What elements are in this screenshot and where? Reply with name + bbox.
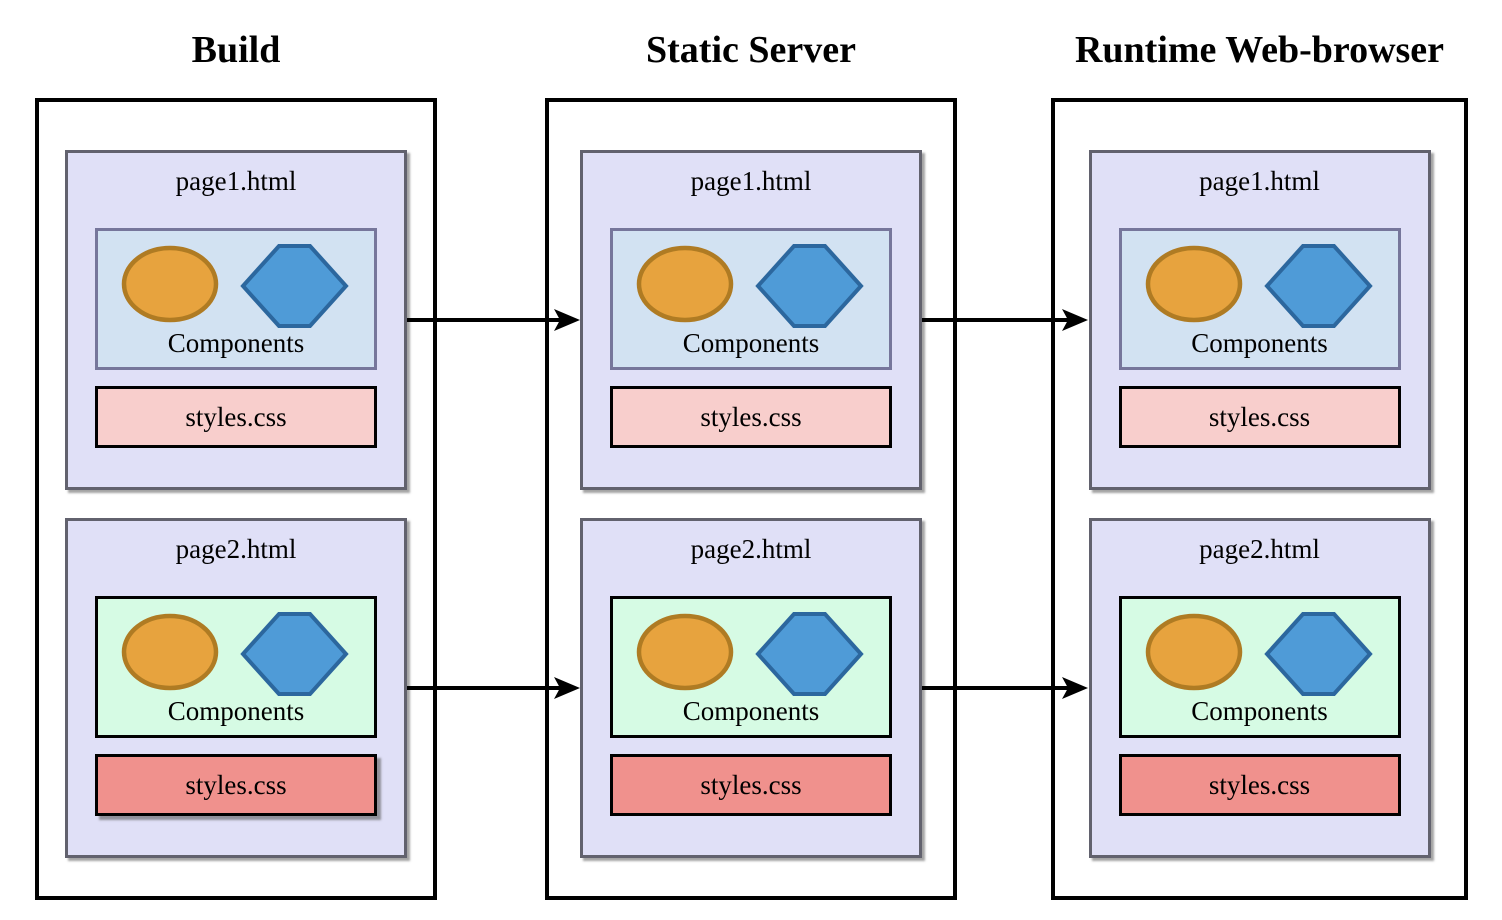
diamond-component-icon <box>240 244 349 328</box>
ellipse-component-icon <box>1145 613 1242 691</box>
column-build: Build page1.html Components styles.css p… <box>35 0 437 920</box>
column-runtime-browser: Runtime Web-browser page1.html Component… <box>1051 0 1468 920</box>
components-label: Components <box>682 328 820 359</box>
components-label: Components <box>1191 328 1328 359</box>
diamond-component-icon <box>755 612 864 696</box>
diamond-component-icon <box>1263 612 1373 696</box>
card-title: page2.html <box>690 534 812 564</box>
component-shapes <box>121 244 349 328</box>
component-shapes <box>121 612 349 696</box>
components-label: Components <box>682 696 820 727</box>
stylesheet-label: styles.css <box>1208 769 1311 800</box>
components-label: Components <box>1191 696 1328 727</box>
components-label: Components <box>167 328 305 359</box>
column-runtime-browser-title: Runtime Web-browser <box>1074 29 1445 71</box>
stylesheet-box: styles.css <box>95 754 377 816</box>
ellipse-component-icon <box>636 245 734 323</box>
stylesheet-box: styles.css <box>610 386 892 448</box>
ellipse-component-icon <box>121 245 219 323</box>
components-box: Components <box>1118 228 1401 370</box>
ellipse-component-icon <box>636 613 734 691</box>
card-browser-page2: page2.html Components styles.css <box>1088 518 1431 858</box>
card-server-page1: page1.html Components styles.css <box>580 150 922 490</box>
card-title: page2.html <box>1199 534 1320 564</box>
components-box: Components <box>1118 596 1401 738</box>
stylesheet-label: styles.css <box>700 769 802 800</box>
components-box: Components <box>95 228 377 370</box>
diamond-component-icon <box>1263 244 1373 328</box>
component-shapes <box>1145 612 1373 696</box>
stylesheet-box: styles.css <box>610 754 892 816</box>
column-static-server-container-box: page1.html Components styles.css page2.h… <box>545 98 957 900</box>
components-box: Components <box>610 596 892 738</box>
column-build-title: Build <box>191 29 281 71</box>
stylesheet-label: styles.css <box>1208 401 1311 432</box>
component-shapes <box>636 612 864 696</box>
card-title: page1.html <box>175 166 297 196</box>
component-shapes <box>636 244 864 328</box>
stylesheet-box: styles.css <box>95 386 377 448</box>
stylesheet-label: styles.css <box>185 769 287 800</box>
diamond-component-icon <box>755 244 864 328</box>
card-title: page1.html <box>690 166 812 196</box>
column-runtime-browser-container-box: page1.html Components styles.css page2.h… <box>1051 98 1468 900</box>
components-box: Components <box>610 228 892 370</box>
card-build-page2: page2.html Components styles.css <box>65 518 407 858</box>
component-shapes <box>1145 244 1373 328</box>
ellipse-component-icon <box>121 613 219 691</box>
column-static-server-title: Static Server <box>646 29 856 71</box>
card-server-page2: page2.html Components styles.css <box>580 518 922 858</box>
diamond-component-icon <box>240 612 349 696</box>
card-title: page1.html <box>1199 166 1320 196</box>
stylesheet-box: styles.css <box>1118 754 1401 816</box>
components-label: Components <box>167 696 305 727</box>
stylesheet-label: styles.css <box>185 401 287 432</box>
card-browser-page1: page1.html Components styles.css <box>1088 150 1431 490</box>
ellipse-component-icon <box>1145 245 1242 323</box>
column-static-server: Static Server page1.html Components styl… <box>545 0 957 920</box>
stylesheet-box: styles.css <box>1118 386 1401 448</box>
card-title: page2.html <box>175 534 297 564</box>
stylesheet-label: styles.css <box>700 401 802 432</box>
column-build-container-box: page1.html Components styles.css page2.h… <box>35 98 437 900</box>
card-build-page1: page1.html Components styles.css <box>65 150 407 490</box>
components-box: Components <box>95 596 377 738</box>
